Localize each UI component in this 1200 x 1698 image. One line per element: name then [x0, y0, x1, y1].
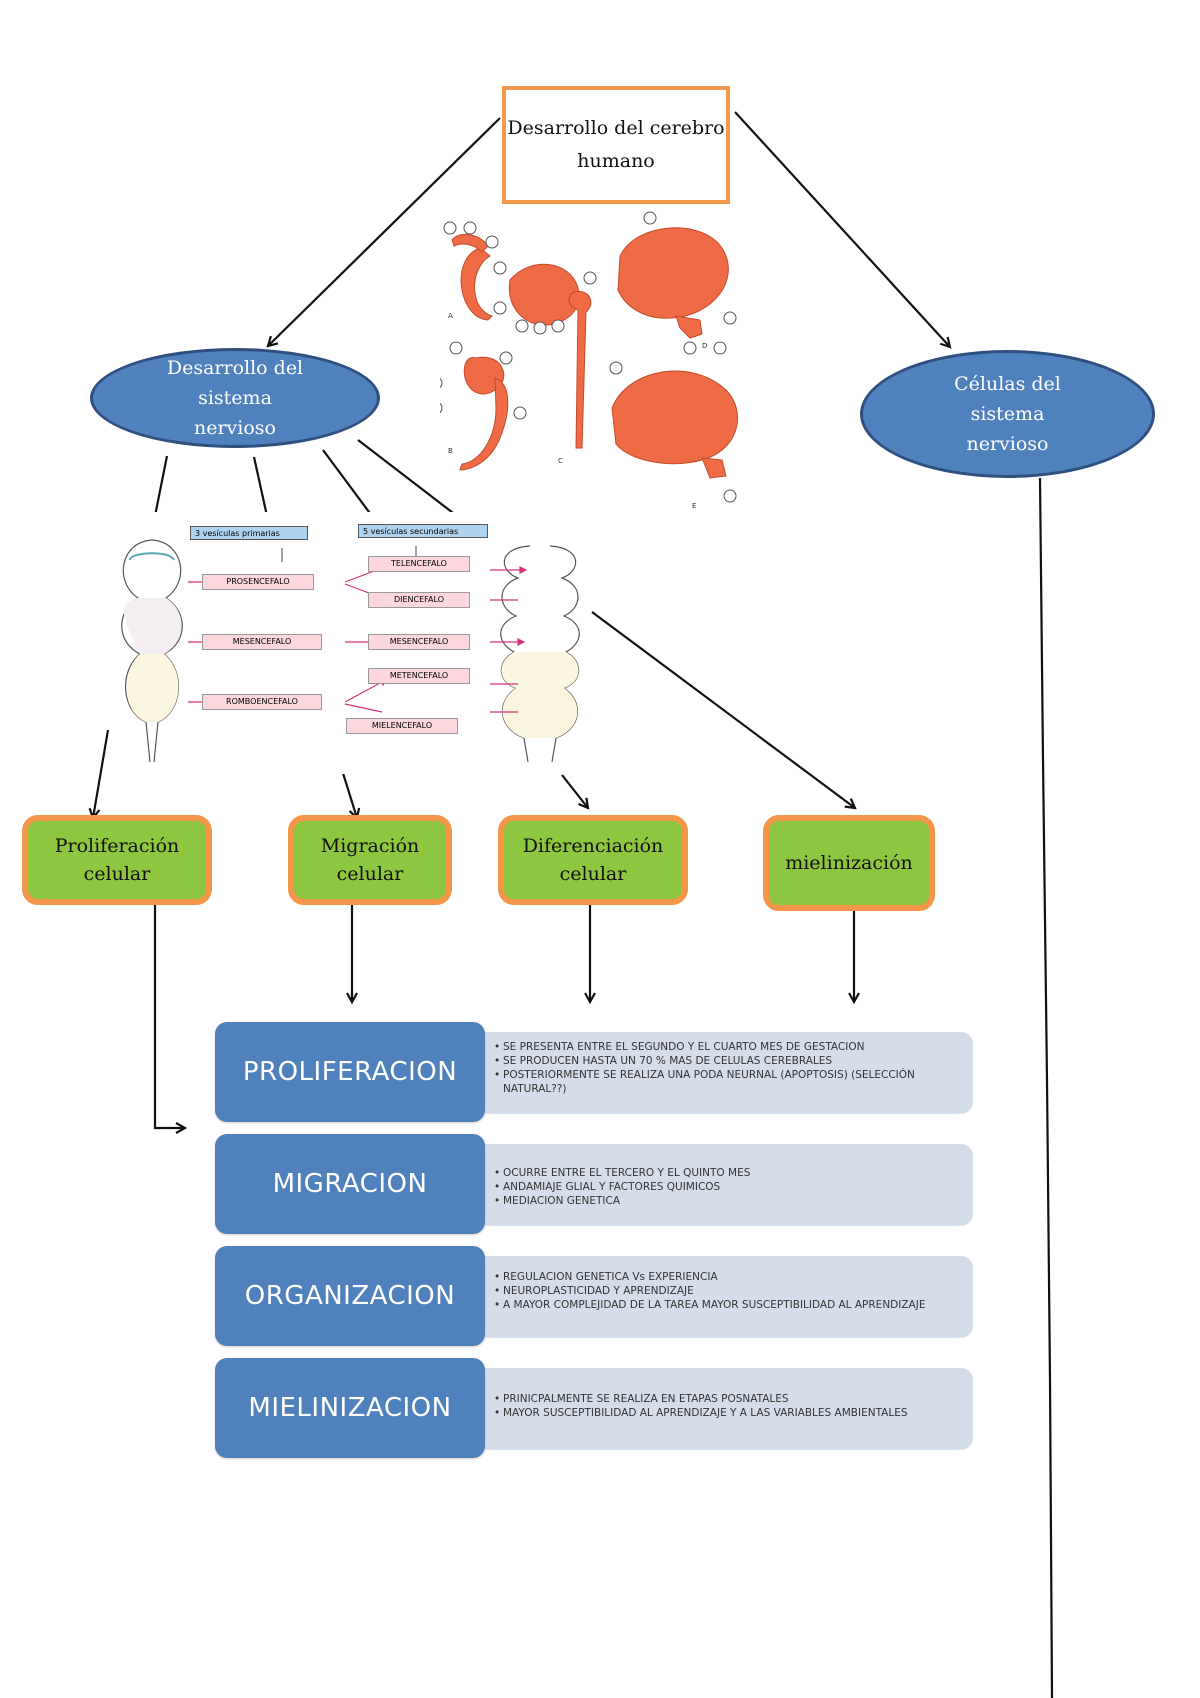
arrow-title-to-left [268, 117, 501, 346]
vesicle-primary-1: PROSENCEFALO [202, 574, 314, 590]
stage-label-migracion: MIGRACION [215, 1134, 485, 1234]
line-left-to-figure-1 [153, 455, 169, 517]
stage-row-proliferacion: SE PRESENTA ENTRE EL SEGUNDO Y EL CUARTO… [215, 1022, 973, 1122]
svg-text:E: E [692, 502, 696, 510]
svg-text:D: D [702, 342, 707, 350]
stage-row-migracion: OCURRE ENTRE EL TERCERO Y EL QUINTO MES … [215, 1134, 973, 1234]
vesicle-primary-2: MESENCEFALO [202, 634, 322, 650]
stage-item: SE PRODUCEN HASTA UN 70 % MAS DE CELULAS… [494, 1054, 963, 1068]
arrow-to-mielinizacion [591, 611, 855, 808]
arrow-to-proliferacion [93, 729, 110, 818]
svg-text:B: B [448, 447, 453, 455]
title-text: Desarrollo del cerebro humano [507, 117, 725, 172]
left-node-text: Desarrollo del sistema nervioso [166, 357, 304, 439]
stage-item: MAYOR SUSCEPTIBILIDAD AL APRENDIZAJE Y A… [494, 1406, 963, 1420]
vesicle-primary-3: ROMBOENCEFALO [202, 694, 322, 710]
stage-detail-mielinizacion: PRINICPALMENTE SE REALIZA EN ETAPAS POSN… [485, 1368, 973, 1450]
stage-item: A MAYOR COMPLEJIDAD DE LA TAREA MAYOR SU… [494, 1298, 963, 1312]
box-mielinizacion: mielinización [763, 815, 935, 911]
box-migracion-text: Migración celular [320, 835, 420, 885]
stage-label-mielinizacion: MIELINIZACION [215, 1358, 485, 1458]
arrow-to-diferenciacion [561, 774, 588, 808]
right-node-text: Células del sistema nervioso [954, 373, 1061, 455]
line-left-to-figure-2 [252, 456, 269, 517]
stage-detail-migracion: OCURRE ENTRE EL TERCERO Y EL QUINTO MES … [485, 1144, 973, 1226]
connector-proliferacion [153, 904, 185, 1128]
vesicle-secondary-1: TELENCEFALO [368, 556, 470, 572]
vesicle-secondary-5: MIELENCEFALO [346, 718, 458, 734]
stage-item: POSTERIORMENTE SE REALIZA UNA PODA NEURN… [494, 1068, 963, 1096]
vesicle-heading-primary: 3 vesículas primarias [190, 526, 308, 540]
title-node: Desarrollo del cerebro humano [502, 86, 730, 204]
line-left-to-figure-3 [322, 449, 373, 517]
vesicle-heading-secondary: 5 vesículas secundarias [358, 524, 488, 538]
box-proliferacion-text: Proliferación celular [54, 835, 180, 885]
box-diferenciacion-text: Diferenciación celular [522, 835, 664, 885]
box-proliferacion-celular: Proliferación celular [22, 815, 212, 905]
stage-item: PRINICPALMENTE SE REALIZA EN ETAPAS POSN… [494, 1392, 963, 1406]
node-desarrollo-sistema-nervioso: Desarrollo del sistema nervioso [90, 348, 380, 448]
stage-detail-organizacion: REGULACION GENETICA Vs EXPERIENCIA NEURO… [485, 1256, 973, 1338]
svg-text:C: C [558, 457, 563, 465]
connector-right-vertical [1038, 477, 1054, 1698]
stage-label-proliferacion: PROLIFERACION [215, 1022, 485, 1122]
stage-item: ANDAMIAJE GLIAL Y FACTORES QUIMICOS [494, 1180, 963, 1194]
line-left-to-figure-4 [357, 439, 458, 517]
vesicle-figure: 3 vesículas primarias 5 vesículas secund… [110, 512, 590, 774]
vesicle-drawing [121, 539, 580, 763]
node-celulas-sistema-nervioso: Células del sistema nervioso [860, 350, 1155, 478]
stage-row-organizacion: REGULACION GENETICA Vs EXPERIENCIA NEURO… [215, 1246, 973, 1346]
box-mielinizacion-text: mielinización [785, 852, 913, 874]
stage-item: NEUROPLASTICIDAD Y APRENDIZAJE [494, 1284, 963, 1298]
stage-label-organizacion: ORGANIZACION [215, 1246, 485, 1346]
stage-detail-proliferacion: SE PRESENTA ENTRE EL SEGUNDO Y EL CUARTO… [485, 1032, 973, 1114]
stage-row-mielinizacion: PRINICPALMENTE SE REALIZA EN ETAPAS POSN… [215, 1358, 973, 1458]
brain-development-figure: A B C D E [440, 211, 739, 510]
svg-text:A: A [448, 312, 453, 320]
arrow-to-migracion [340, 769, 357, 818]
stage-item: SE PRESENTA ENTRE EL SEGUNDO Y EL CUARTO… [494, 1040, 963, 1054]
vesicle-secondary-4: METENCEFALO [368, 668, 470, 684]
stage-item: OCURRE ENTRE EL TERCERO Y EL QUINTO MES [494, 1166, 963, 1180]
stage-item: REGULACION GENETICA Vs EXPERIENCIA [494, 1270, 963, 1284]
vesicle-secondary-3: MESENCEFALO [368, 634, 470, 650]
arrow-title-to-right [734, 111, 950, 347]
box-diferenciacion-celular: Diferenciación celular [498, 815, 688, 905]
stage-item: MEDIACION GENETICA [494, 1194, 963, 1208]
box-migracion-celular: Migración celular [288, 815, 452, 905]
vesicle-secondary-2: DIENCEFALO [368, 592, 470, 608]
